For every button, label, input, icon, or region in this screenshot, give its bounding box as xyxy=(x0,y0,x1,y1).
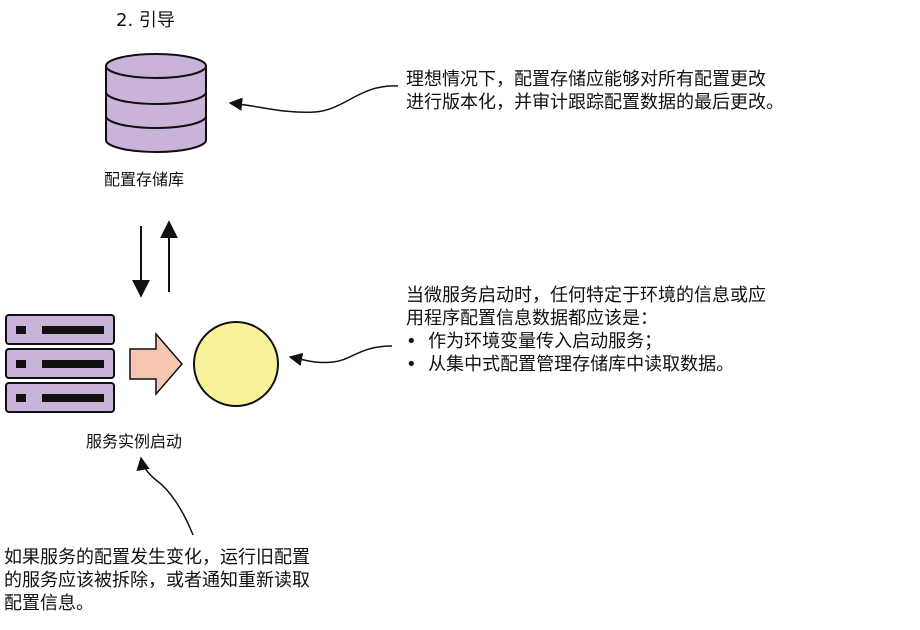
note-middle-line: 用程序配置信息数据都应该是： xyxy=(406,308,658,329)
note-bottom: 如果服务的配置发生变化，运行旧配置 的服务应该被拆除，或者通知重新读取 配置信息… xyxy=(4,546,310,615)
note-top-line: 进行版本化，并审计跟踪配置数据的最后更改。 xyxy=(406,92,784,113)
bullet-text: 从集中式配置管理存储库中读取数据。 xyxy=(428,354,735,375)
note-top: 理想情况下，配置存储应能够对所有配置更改 进行版本化，并审计跟踪配置数据的最后更… xyxy=(406,68,784,114)
note-middle-bullet: • 作为环境变量传入启动服务； xyxy=(406,330,766,353)
note-bottom-line: 配置信息。 xyxy=(4,593,94,614)
bullet-icon: • xyxy=(406,354,417,375)
repository-label: 配置存储库 xyxy=(104,170,185,189)
callout-arrow-bottom xyxy=(136,456,194,536)
note-middle-line: 当微服务启动时，任何特定于环境的信息或应 xyxy=(406,285,766,306)
note-bottom-line: 的服务应该被拆除，或者通知重新读取 xyxy=(4,570,310,591)
callout-arrow-top xyxy=(228,85,399,114)
bullet-icon: • xyxy=(406,331,417,352)
database-icon xyxy=(105,53,207,153)
note-bottom-line: 如果服务的配置发生变化，运行旧配置 xyxy=(4,547,310,568)
startup-block-arrow xyxy=(129,331,183,397)
callout-arrow-middle xyxy=(288,345,393,367)
diagram-title: 2. 引导 xyxy=(116,10,175,31)
note-top-line: 理想情况下，配置存储应能够对所有配置更改 xyxy=(406,69,766,90)
service-circle xyxy=(193,321,279,407)
bullet-text: 作为环境变量传入启动服务； xyxy=(428,331,663,352)
note-middle-bullet: • 从集中式配置管理存储库中读取数据。 xyxy=(406,353,766,376)
instances-label: 服务实例启动 xyxy=(86,432,183,451)
note-middle: 当微服务启动时，任何特定于环境的信息或应 用程序配置信息数据都应该是： • 作为… xyxy=(406,284,766,376)
server-stack-icon xyxy=(5,314,115,413)
